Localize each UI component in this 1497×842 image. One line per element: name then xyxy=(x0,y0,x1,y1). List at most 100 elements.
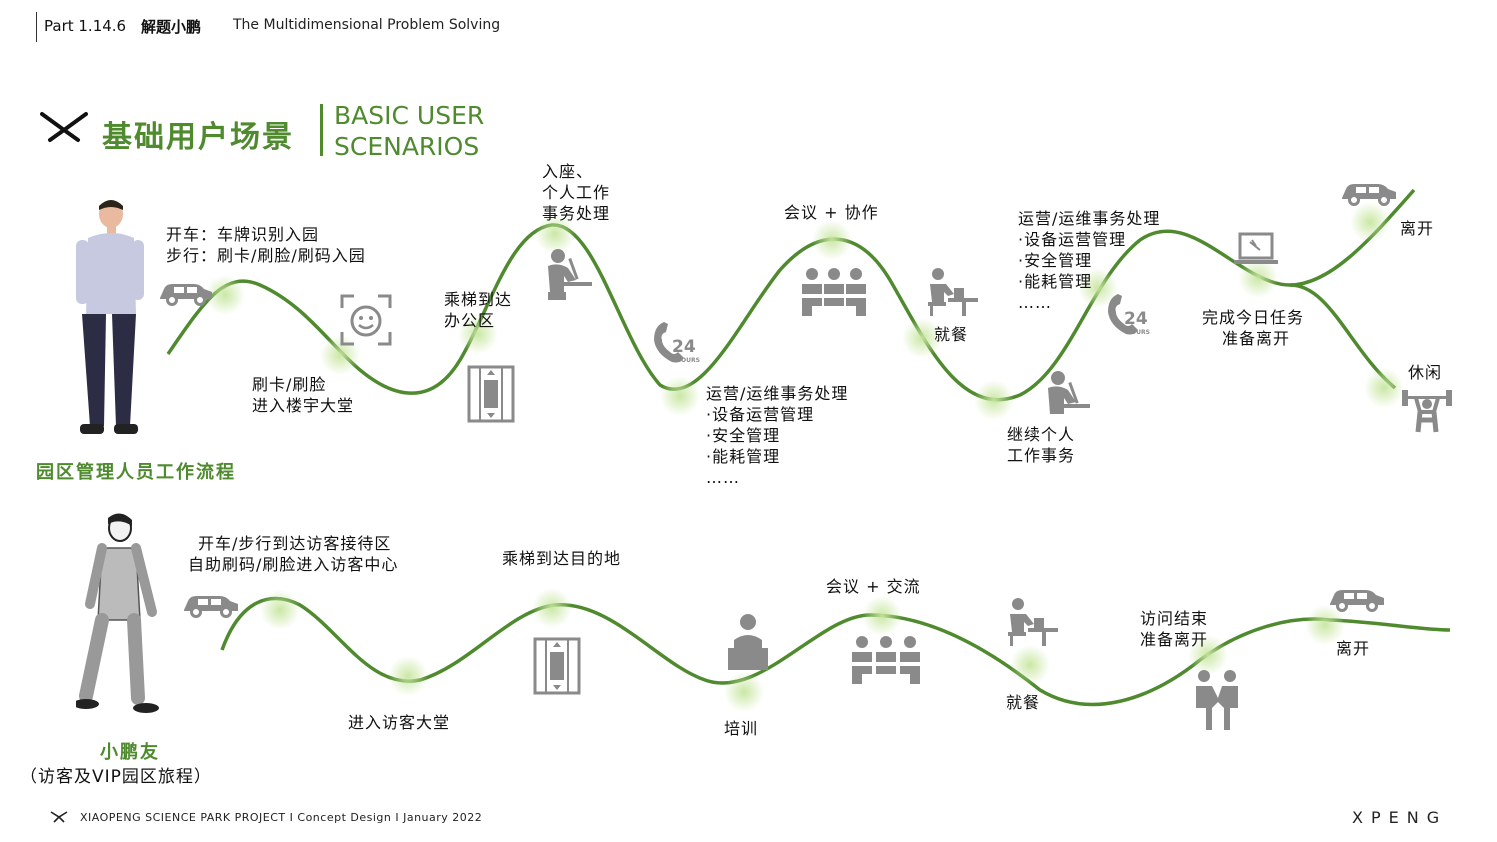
label-line: 事务处理 xyxy=(542,204,611,223)
label-dining: 就餐 xyxy=(934,324,968,345)
label-line: 开车/步行到达访客接待区 xyxy=(198,534,392,553)
weightlifting-icon xyxy=(1402,390,1452,433)
label-line: ·能耗管理 xyxy=(1018,272,1093,291)
desk-worker-icon xyxy=(548,249,592,300)
label-visitor-dining: 就餐 xyxy=(1006,692,1040,713)
manager-figure-icon xyxy=(76,200,144,434)
brand-wordmark: XPENG xyxy=(1352,808,1448,827)
handshake-icon xyxy=(1196,670,1238,730)
label-leave: 离开 xyxy=(1400,218,1434,239)
xpeng-logo-icon xyxy=(40,112,88,142)
label-line: 刷卡/刷脸 xyxy=(252,375,327,394)
track2-group-sublabel: （访客及VIP园区旅程） xyxy=(20,767,212,787)
label-line: …… xyxy=(1018,293,1052,312)
dining-icon-2 xyxy=(1008,598,1058,646)
label-line: 会议 + 交流 xyxy=(826,577,921,596)
glow-point xyxy=(260,590,300,630)
glow-point xyxy=(1305,605,1345,645)
glow-point xyxy=(1350,202,1390,242)
header-title-cn: 解题小鹏 xyxy=(141,18,202,36)
dining-icon xyxy=(928,268,978,316)
label-line: 离开 xyxy=(1400,219,1435,238)
label-line: 培训 xyxy=(724,719,759,738)
label-line: 休闲 xyxy=(1408,363,1443,382)
car-icon-4 xyxy=(1330,590,1384,612)
hours-number-2: 24 xyxy=(1124,309,1148,329)
label-visitor-leave: 离开 xyxy=(1336,638,1370,659)
label-line: 开车：车牌识别入园 xyxy=(166,225,320,244)
label-line: 就餐 xyxy=(1006,693,1041,712)
glow-point xyxy=(862,596,902,636)
glow-point xyxy=(1078,268,1118,308)
hours-label-2: HOURS xyxy=(1126,329,1150,336)
label-line: 就餐 xyxy=(934,325,969,344)
label-enter-lobby: 刷卡/刷脸 进入楼宇大堂 xyxy=(252,374,354,416)
desk-worker-icon-2 xyxy=(1048,371,1090,414)
training-presenter-icon xyxy=(728,614,768,670)
label-line: 离开 xyxy=(1336,639,1371,658)
label-line: ·设备运营管理 xyxy=(1018,230,1127,249)
face-recognition-icon xyxy=(340,294,392,346)
car-icon xyxy=(160,284,212,306)
section-title-en: BASIC USER SCENARIOS xyxy=(334,100,484,162)
label-visitor-meeting: 会议 + 交流 xyxy=(826,576,921,597)
label-line: 完成今日任务 xyxy=(1202,308,1305,327)
section-title-cn: 基础用户场景 xyxy=(102,120,294,155)
label-continue-work: 继续个人 工作事务 xyxy=(1007,424,1075,466)
glow-point xyxy=(388,656,428,696)
label-line: 继续个人 xyxy=(1007,425,1076,444)
xpeng-small-logo-icon xyxy=(50,811,68,823)
glow-point xyxy=(458,314,498,354)
label-visitor-lobby: 进入访客大堂 xyxy=(348,712,450,733)
label-line: ·安全管理 xyxy=(1018,251,1093,270)
label-line: 步行：刷卡/刷脸/刷码入园 xyxy=(166,246,366,265)
label-line: ·安全管理 xyxy=(706,426,781,445)
elevator-icon xyxy=(467,365,515,423)
label-line: 访问结束 xyxy=(1140,609,1209,628)
label-training: 培训 xyxy=(724,718,758,739)
glow-point xyxy=(660,376,700,416)
label-line: 准备离开 xyxy=(1140,630,1209,649)
track1-group-label: 园区管理人员工作流程 xyxy=(36,462,236,483)
glow-point xyxy=(1238,258,1278,298)
label-seat-work: 入座、 个人工作 事务处理 xyxy=(542,161,610,224)
elevator-icon-2 xyxy=(533,637,581,695)
glow-point xyxy=(902,318,942,358)
label-line: ·能耗管理 xyxy=(706,447,781,466)
footer-text: XIAOPENG SCIENCE PARK PROJECT I Concept … xyxy=(80,811,483,824)
hours-number-1: 24 xyxy=(672,337,696,357)
label-line: 进入访客大堂 xyxy=(348,713,451,732)
header-divider xyxy=(36,12,37,42)
hours-label-1: HOURS xyxy=(676,357,700,364)
label-line: ·设备运营管理 xyxy=(706,405,815,424)
glow-point xyxy=(532,588,572,628)
label-line: 工作事务 xyxy=(1007,446,1076,465)
label-line: 准备离开 xyxy=(1222,329,1291,348)
label-line: 个人工作 xyxy=(542,183,611,202)
label-line: 乘梯到达 xyxy=(444,290,513,309)
track2-curve xyxy=(220,596,1451,707)
label-line: 运营/运维事务处理 xyxy=(1018,209,1161,228)
label-ops-2: 运营/运维事务处理 ·设备运营管理 ·安全管理 ·能耗管理 …… xyxy=(1018,208,1160,313)
label-line: 进入楼宇大堂 xyxy=(252,396,355,415)
track1-curve xyxy=(166,188,1416,402)
glow-point xyxy=(974,380,1014,420)
label-leisure: 休闲 xyxy=(1408,362,1442,383)
label-visitor-arrive: 开车/步行到达访客接待区 自助刷码/刷脸进入访客中心 xyxy=(188,533,398,575)
glow-point xyxy=(1364,368,1404,408)
phone-24h-icon-2: 24 HOURS xyxy=(1108,294,1150,336)
label-elevator-office: 乘梯到达 办公区 xyxy=(444,289,512,331)
section-title-en-line2: SCENARIOS xyxy=(334,132,480,161)
label-line: 入座、 xyxy=(542,162,594,181)
glow-point xyxy=(205,275,245,315)
label-ops-1: 运营/运维事务处理 ·设备运营管理 ·安全管理 ·能耗管理 …… xyxy=(706,383,848,488)
visitor-figure-icon xyxy=(76,513,159,713)
label-meeting: 会议 + 协作 xyxy=(784,202,879,223)
car-icon-3 xyxy=(184,596,238,618)
glow-point xyxy=(1010,645,1050,685)
label-complete-tasks: 完成今日任务 准备离开 xyxy=(1202,307,1304,349)
label-line: 运营/运维事务处理 xyxy=(706,384,849,403)
part-number: Part 1.14.6 xyxy=(44,17,127,35)
meeting-icon xyxy=(800,268,868,316)
laptop-icon xyxy=(1234,232,1278,264)
